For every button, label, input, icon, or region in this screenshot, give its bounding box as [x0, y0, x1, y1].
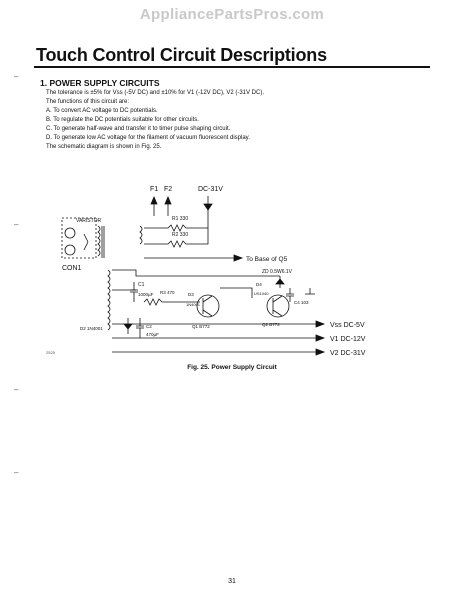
- label-v1: V1 DC-12V: [330, 336, 366, 343]
- label-dc31: DC-31V: [198, 186, 223, 193]
- power-supply-schematic: F1 F2 DC-31V VARISTOR CON1 R1 330 R2 330…: [61, 186, 366, 357]
- margin-tick: –: [14, 220, 19, 229]
- r3-resistor: [143, 298, 200, 306]
- label-d3-part: 1N4001: [186, 302, 201, 307]
- body-line: D. To generate low AC voltage for the fi…: [46, 135, 250, 141]
- label-d2: D2 1N4001: [80, 326, 103, 331]
- transformer-core: [101, 226, 105, 258]
- figure-caption: Fig. 25. Power Supply Circuit: [187, 364, 277, 371]
- section-body: The tolerance is ±5% for Vss (-5V DC) an…: [46, 89, 264, 152]
- label-c2: C2: [146, 324, 152, 329]
- label-f2: F2: [164, 186, 172, 193]
- page-title: Touch Control Circuit Descriptions: [36, 45, 327, 65]
- r2-resistor: [148, 228, 209, 248]
- title-rule: [34, 66, 430, 68]
- label-to-base: To Base of Q5: [246, 256, 288, 263]
- margin-tick: –: [14, 72, 19, 81]
- bus-top: [112, 269, 280, 277]
- q1-symbol: [202, 295, 213, 317]
- body-line: The tolerance is ±5% for Vss (-5V DC) an…: [46, 90, 264, 96]
- label-d4-part: US1040: [254, 291, 269, 296]
- label-zd: ZD 0.5W6.1V: [262, 269, 293, 275]
- d4-lead: [220, 287, 253, 298]
- zener: [275, 278, 285, 285]
- body-line: C. To generate half-wave and transfer it…: [46, 126, 231, 132]
- body-line: A. To convert AC voltage to DC potential…: [46, 108, 158, 114]
- r1-resistor: [148, 214, 209, 232]
- label-c2-value: 470µF: [146, 332, 159, 337]
- label-q2: Q2 B772: [262, 322, 280, 327]
- secondary-coil: [107, 269, 111, 331]
- varistor-box: [61, 217, 97, 259]
- v2-arrow: [315, 348, 326, 356]
- label-f1: F1: [150, 186, 158, 193]
- label-d4: D4: [256, 282, 262, 287]
- body-line: B. To regulate the DC potentials suitabl…: [46, 117, 199, 123]
- page-number: 31: [228, 578, 236, 585]
- label-r1: R1 330: [172, 216, 188, 222]
- label-c4: C4 103: [294, 300, 309, 305]
- f-leads: [153, 198, 169, 216]
- section-heading: 1. POWER SUPPLY CIRCUITS: [40, 78, 160, 88]
- q2-symbol: [272, 295, 283, 317]
- aux-coil: [139, 225, 143, 245]
- varistor-symbol: [83, 233, 89, 251]
- dc31-diode: [203, 203, 213, 211]
- watermark: AppliancePartsPros.com: [139, 6, 325, 23]
- margin-tick: –: [14, 468, 19, 477]
- vss-arrow: [315, 320, 326, 328]
- primary-coil: [97, 225, 101, 257]
- aux-leads: [144, 227, 148, 245]
- label-con1: CON1: [62, 265, 82, 272]
- margin-tick: –: [14, 385, 19, 394]
- to-base-arrow: [233, 254, 244, 262]
- label-varistor: VARISTOR: [76, 218, 101, 224]
- vss-line: [112, 289, 322, 325]
- d2-diode: [123, 323, 133, 330]
- c2-capacitor: [136, 318, 144, 338]
- body-line: The functions of this circuit are:: [46, 99, 130, 105]
- label-v2: V2 DC-31V: [330, 350, 366, 357]
- label-c1-value: 1000µF: [138, 292, 154, 297]
- label-vss: Vss DC-5V: [330, 322, 365, 329]
- q1-transistor: [196, 294, 220, 318]
- label-q1: Q1 B772: [192, 324, 210, 329]
- q2-transistor: [266, 294, 290, 318]
- label-d3: D3: [188, 292, 194, 297]
- label-r2: R2 330: [172, 232, 188, 238]
- label-c1: C1: [138, 282, 145, 288]
- c4-capacitor: [286, 288, 294, 302]
- f-arrows: [150, 195, 172, 205]
- v1-arrow: [315, 334, 326, 342]
- ground-symbol: [305, 288, 315, 295]
- small-note: 2525: [46, 350, 55, 355]
- body-line: The schematic diagram is shown in Fig. 2…: [46, 144, 162, 150]
- c1-capacitor: [130, 282, 138, 302]
- label-r3: R3 470: [160, 290, 175, 295]
- con-terminal-2: [64, 244, 76, 256]
- con-terminal-1: [64, 227, 76, 239]
